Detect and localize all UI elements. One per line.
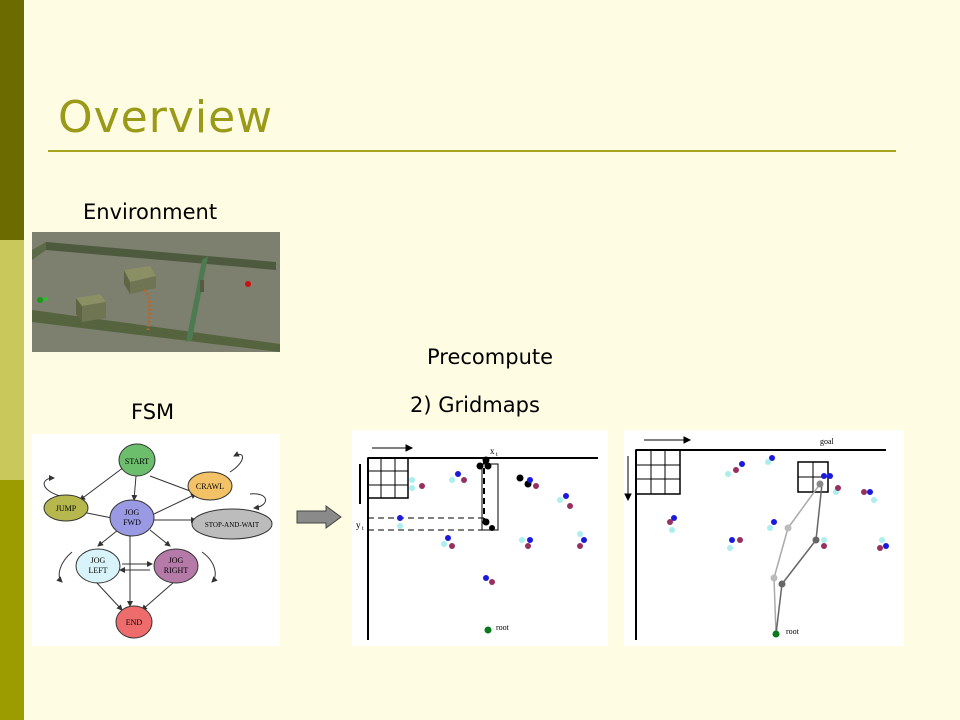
fsm-node-start [118, 443, 156, 477]
sidebar-middle-band [0, 240, 24, 480]
fsm-node-jog-right [153, 548, 199, 584]
sidebar-bottom-band [0, 480, 24, 720]
slide-title: Overview [58, 92, 274, 143]
fsm-label-jog-fwd-2: FWD [123, 518, 141, 527]
title-underline [48, 150, 896, 152]
goal-marker [245, 281, 251, 287]
root-label: root [496, 623, 510, 632]
grid-x-label: x [490, 446, 495, 456]
fsm-label-jump: JUMP [56, 504, 77, 513]
precompute-label: Precompute [427, 345, 554, 369]
fsm-label-end: END [126, 618, 143, 627]
fsm-label-jog-right-1: JOG [169, 556, 184, 565]
fsm-label-jog-fwd-1: JOG [125, 508, 140, 517]
box-obstacle [82, 302, 106, 322]
sidebar-top-band [0, 0, 24, 240]
fsm-node-jog-left [75, 548, 121, 584]
character-path [142, 288, 152, 331]
grid-y-subscript: t [362, 526, 364, 532]
front-wall [32, 310, 280, 352]
goal-label: goal [820, 437, 835, 446]
gridmaps-label: 2) Gridmaps [410, 393, 540, 417]
fsm-diagram: START CRAWL JUMP JOG FWD STOP-AND-WAIT J… [32, 434, 280, 646]
fsm-node-stop-and-wait [191, 508, 273, 540]
gridmap-figure-1: x t y t root [352, 430, 608, 646]
thin-wall [186, 256, 208, 342]
fsm-label-jog-left-1: JOG [91, 556, 106, 565]
grid-y-label: y [356, 520, 361, 530]
fsm-label-start: START [125, 457, 149, 466]
gridmap-figure-2: goal root [624, 430, 904, 646]
fsm-node-end [115, 605, 153, 639]
fsm-node-jog-fwd [109, 499, 155, 537]
agent-dots-2 [667, 455, 889, 638]
environment-render [32, 232, 280, 352]
fsm-node-jump [43, 494, 89, 522]
start-marker [37, 297, 43, 303]
fsm-label-jog-left-2: LEFT [88, 566, 107, 575]
root-label-2: root [786, 627, 800, 636]
environment-label: Environment [83, 200, 218, 224]
fsm-node-crawl [187, 471, 233, 501]
fsm-label-stop-and-wait: STOP-AND-WAIT [205, 521, 260, 529]
left-wall [32, 242, 46, 260]
grid-x-subscript: t [496, 452, 498, 458]
arrow-right-icon [296, 505, 342, 529]
fsm-label: FSM [131, 400, 175, 424]
box-obstacle [130, 276, 156, 294]
fsm-label-crawl: CRAWL [196, 482, 224, 491]
fsm-label-jog-right-2: RIGHT [164, 566, 189, 575]
agent-dots [397, 456, 587, 634]
back-wall [46, 242, 276, 270]
